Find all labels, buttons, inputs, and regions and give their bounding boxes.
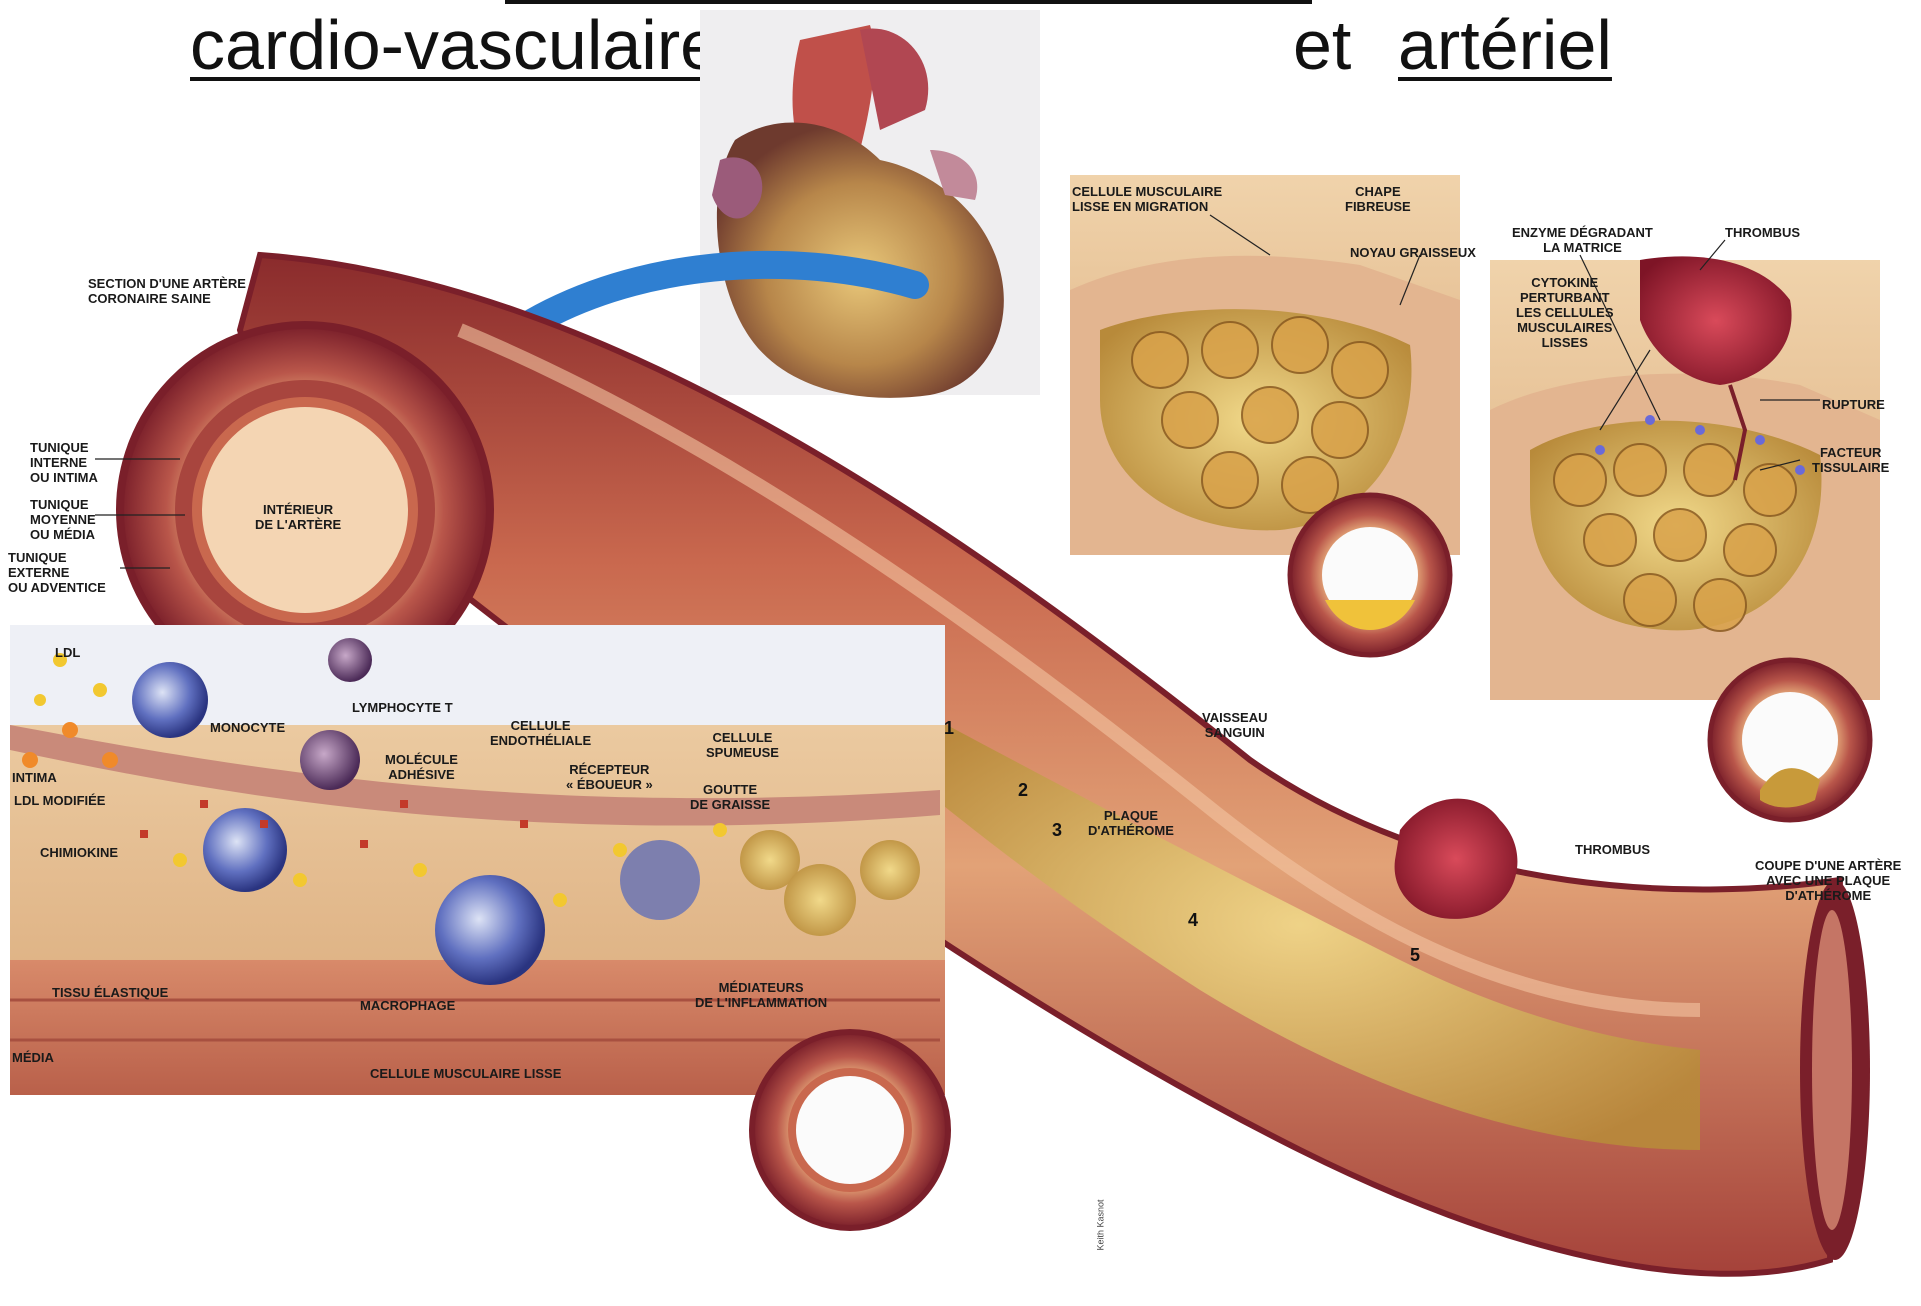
label-rupture: RUPTURE [1822, 397, 1885, 412]
marker-3: 3 [1052, 820, 1062, 841]
label-lymphocyte: LYMPHOCYTE T [352, 700, 453, 715]
marker-1: 1 [944, 718, 954, 739]
label-ldl-modifiee: LDL MODIFIÉE [14, 793, 105, 808]
label-cellule-musc-lisse: CELLULE MUSCULAIRE LISSE [370, 1066, 561, 1081]
label-thrombus-mid: THROMBUS [1575, 842, 1650, 857]
label-plaque: PLAQUE D'ATHÉROME [1088, 808, 1174, 838]
label-ldl: LDL [55, 645, 80, 660]
label-cellule-endo: CELLULE ENDOTHÉLIALE [490, 718, 591, 748]
illustrator-credit: Keith Kasnot [1096, 1199, 1106, 1250]
label-thrombus-top: THROMBUS [1725, 225, 1800, 240]
marker-5: 5 [1410, 945, 1420, 966]
label-mediateurs: MÉDIATEURS DE L'INFLAMMATION [695, 980, 827, 1010]
label-chimiokine: CHIMIOKINE [40, 845, 118, 860]
label-section-saine: SECTION D'UNE ARTÈRE CORONAIRE SAINE [88, 276, 246, 306]
label-intima: INTIMA [12, 770, 57, 785]
label-media: MÉDIA [12, 1050, 54, 1065]
label-cellule-spumeuse: CELLULE SPUMEUSE [706, 730, 779, 760]
label-chape: CHAPE FIBREUSE [1345, 184, 1411, 214]
label-cytokine: CYTOKINE PERTURBANT LES CELLULES MUSCULA… [1516, 275, 1614, 350]
label-macrophage: MACROPHAGE [360, 998, 455, 1013]
label-monocyte: MONOCYTE [210, 720, 285, 735]
label-tunique-interne: TUNIQUE INTERNE OU INTIMA [30, 440, 98, 485]
label-recepteur: RÉCEPTEUR « ÉBOUEUR » [566, 762, 653, 792]
label-goutte: GOUTTE DE GRAISSE [690, 782, 770, 812]
label-tissu-elastique: TISSU ÉLASTIQUE [52, 985, 168, 1000]
label-molecule: MOLÉCULE ADHÉSIVE [385, 752, 458, 782]
label-coupe: COUPE D'UNE ARTÈRE AVEC UNE PLAQUE D'ATH… [1755, 858, 1901, 903]
label-interieur: INTÉRIEUR DE L'ARTÈRE [255, 502, 341, 532]
label-cellule-migration: CELLULE MUSCULAIRE LISSE EN MIGRATION [1072, 184, 1222, 214]
label-noyau: NOYAU GRAISSEUX [1350, 245, 1476, 260]
marker-2: 2 [1018, 780, 1028, 801]
label-facteur: FACTEUR TISSULAIRE [1812, 445, 1889, 475]
label-tunique-externe: TUNIQUE EXTERNE OU ADVENTICE [8, 550, 106, 595]
marker-4: 4 [1188, 910, 1198, 931]
label-tunique-moyenne: TUNIQUE MOYENNE OU MÉDIA [30, 497, 96, 542]
label-vaisseau: VAISSEAU SANGUIN [1202, 710, 1268, 740]
label-enzyme: ENZYME DÉGRADANT LA MATRICE [1512, 225, 1653, 255]
